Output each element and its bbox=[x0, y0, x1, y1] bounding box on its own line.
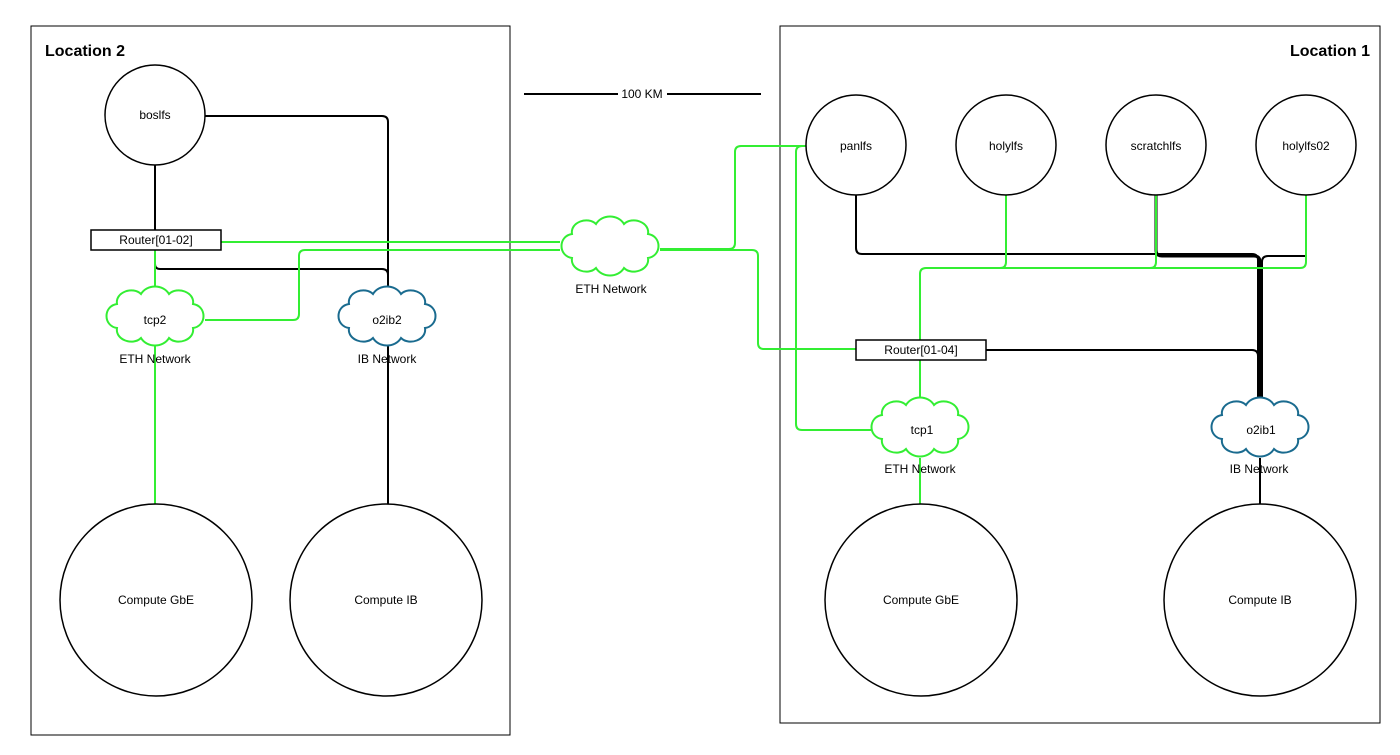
compute-ib-left-label: Compute IB bbox=[354, 593, 417, 607]
panlfs-node bbox=[805, 94, 907, 196]
location-1-title: Location 1 bbox=[1290, 43, 1370, 60]
compute-gbe-left-node bbox=[59, 503, 253, 697]
tcp2-label: tcp2 bbox=[144, 313, 167, 327]
left-links bbox=[154, 115, 560, 505]
compute-gbe-right-label: Compute GbE bbox=[883, 593, 959, 607]
router-01-04-label: Router[01-04] bbox=[884, 343, 957, 357]
o2ib2-caption: IB Network bbox=[358, 352, 418, 366]
scratchlfs-label: scratchlfs bbox=[1131, 139, 1182, 153]
link-scratchlfs-o2ib1 bbox=[1154, 195, 1262, 400]
link-router0104-o2ib1 bbox=[986, 349, 1259, 400]
router-01-04 bbox=[855, 339, 987, 361]
compute-ib-right-label: Compute IB bbox=[1228, 593, 1291, 607]
link-holylfs02-green bbox=[1150, 195, 1307, 269]
router-01-02 bbox=[90, 229, 222, 251]
location-2-container bbox=[30, 25, 511, 736]
compute-gbe-left-label: Compute GbE bbox=[118, 593, 194, 607]
location-1-container bbox=[779, 25, 1381, 724]
compute-gbe-right-node bbox=[824, 503, 1018, 697]
holylfs-label: holylfs bbox=[989, 139, 1023, 153]
link-eth-router0104 bbox=[660, 249, 856, 350]
compute-ib-right-node bbox=[1163, 503, 1357, 697]
link-panlfs-tcp1 bbox=[795, 145, 872, 431]
location-2-title: Location 2 bbox=[45, 43, 125, 60]
o2ib1-caption: IB Network bbox=[1230, 462, 1290, 476]
link-router-o2ib2 bbox=[154, 249, 389, 298]
eth-network-cloud-icon bbox=[560, 215, 660, 277]
holylfs02-node bbox=[1255, 94, 1357, 196]
link-holylfs-router0104 bbox=[919, 195, 1007, 341]
o2ib1-label: o2ib1 bbox=[1246, 423, 1276, 437]
holylfs02-label: holylfs02 bbox=[1282, 139, 1330, 153]
boslfs-node bbox=[104, 64, 206, 166]
link-eth-panlfs bbox=[660, 145, 806, 250]
compute-ib-left-node bbox=[289, 503, 483, 697]
link-boslfs-o2ib2 bbox=[205, 115, 389, 298]
eth-network-caption: ETH Network bbox=[575, 282, 647, 296]
tcp1-caption: ETH Network bbox=[884, 462, 956, 476]
link-holylfs02-o2ib1 bbox=[1261, 195, 1307, 400]
tcp1-label: tcp1 bbox=[911, 423, 934, 437]
distance-label: 100 KM bbox=[621, 87, 662, 101]
link-tcp2-eth bbox=[205, 249, 560, 321]
scratchlfs-node bbox=[1105, 94, 1207, 196]
panlfs-label: panlfs bbox=[840, 139, 872, 153]
link-panlfs-o2ib1 bbox=[855, 195, 1259, 400]
right-links bbox=[660, 145, 1307, 505]
holylfs-node bbox=[955, 94, 1057, 196]
boslfs-label: boslfs bbox=[139, 108, 170, 122]
router-01-02-label: Router[01-02] bbox=[119, 233, 192, 247]
tcp2-caption: ETH Network bbox=[119, 352, 191, 366]
link-scratchlfs-green bbox=[1000, 195, 1157, 269]
o2ib2-label: o2ib2 bbox=[372, 313, 402, 327]
